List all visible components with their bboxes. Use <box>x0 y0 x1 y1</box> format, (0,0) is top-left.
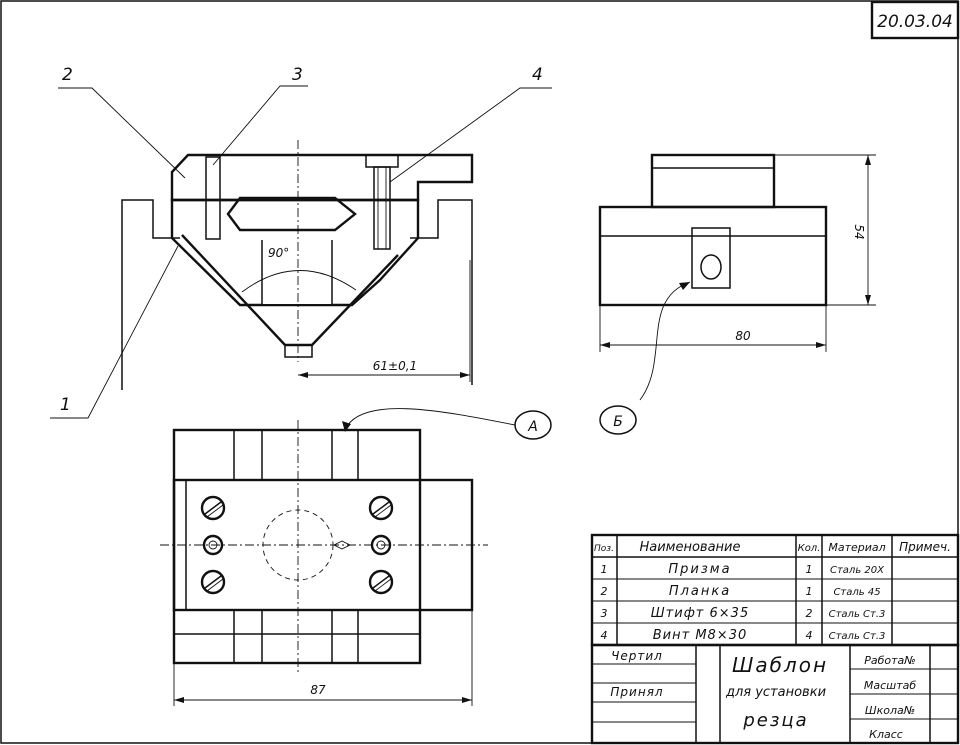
svg-text:2: 2 <box>62 65 73 85</box>
screw-4 <box>365 154 399 250</box>
table-row: 2 Планка 1 Сталь 45 <box>601 584 881 599</box>
clamp-plate <box>170 153 474 202</box>
drawing-title-line3: резца <box>742 710 808 731</box>
svg-text:4: 4 <box>601 629 608 642</box>
svg-text:A: A <box>527 419 538 435</box>
svg-text:1: 1 <box>601 563 608 576</box>
svg-text:Сталь 20Х: Сталь 20Х <box>830 565 885 576</box>
parts-table: Поз. Наименование Кол. Материал Примеч. … <box>590 533 960 647</box>
svg-text:1: 1 <box>806 563 813 576</box>
accepted-label: Принял <box>610 685 663 699</box>
scale-label: Масштаб <box>864 679 916 692</box>
view-label-a: A <box>514 410 552 440</box>
svg-text:Винт М8×30: Винт М8×30 <box>653 628 748 643</box>
dim-length-side: 80 <box>735 329 751 343</box>
drawing-title-line2: для установки <box>725 685 826 700</box>
table-row: 3 Штифт 6×35 2 Сталь Ст.3 <box>601 606 886 621</box>
svg-text:Сталь Ст.3: Сталь Ст.3 <box>829 631 886 642</box>
svg-text:4: 4 <box>532 65 543 85</box>
svg-text:Примеч.: Примеч. <box>899 540 951 554</box>
table-header: Поз. Наименование Кол. Материал Примеч. <box>594 540 951 555</box>
sheet-number-box: 20.03.04 <box>870 0 960 40</box>
top-pin <box>202 534 224 556</box>
top-screw <box>368 495 394 521</box>
front-section-view: 90° 61±0,1 <box>121 140 474 390</box>
work-no-label: Работа№ <box>864 654 915 667</box>
top-screw <box>200 495 226 521</box>
svg-text:4: 4 <box>806 629 813 642</box>
school-no-label: Школа№ <box>865 704 915 717</box>
sheet-number: 20.03.04 <box>877 12 953 32</box>
svg-text:Штифт 6×35: Штифт 6×35 <box>651 606 749 621</box>
top-screw <box>200 569 226 595</box>
view-label-b: Б <box>599 405 637 435</box>
dim-height: 54 <box>852 224 866 239</box>
side-view: 54 80 <box>598 153 876 401</box>
svg-text:Сталь Ст.3: Сталь Ст.3 <box>829 609 886 620</box>
svg-text:Наименование: Наименование <box>639 540 740 555</box>
svg-text:Б: Б <box>613 414 623 430</box>
top-screw <box>368 569 394 595</box>
svg-text:Материал: Материал <box>828 541 885 554</box>
svg-text:Кол.: Кол. <box>798 543 821 554</box>
angle-label: 90° <box>268 246 289 260</box>
top-view: 87 <box>160 408 516 706</box>
side-hole <box>700 254 722 280</box>
pin-3 <box>205 156 221 240</box>
svg-text:2: 2 <box>601 585 608 598</box>
callout-4: 4 <box>389 65 552 183</box>
table-row: 1 Призма 1 Сталь 20Х <box>601 562 886 577</box>
svg-text:Призма: Призма <box>668 562 731 577</box>
prism-groove <box>226 196 357 232</box>
top-pin <box>370 534 392 556</box>
drawing-title: Шаблон <box>732 653 828 677</box>
svg-text:Планка: Планка <box>669 584 731 599</box>
table-row: 4 Винт М8×30 4 Сталь Ст.3 <box>601 628 886 643</box>
svg-text:3: 3 <box>601 607 608 620</box>
svg-text:Поз.: Поз. <box>594 544 614 554</box>
callout-2: 2 <box>58 65 186 179</box>
title-block: Чертил Принял Шаблон для установки резца… <box>590 643 960 745</box>
prism-body <box>170 198 420 307</box>
dim-length-top: 87 <box>310 683 326 697</box>
callout-1: 1 <box>50 245 179 419</box>
callout-3: 3 <box>212 65 308 166</box>
prism-tip <box>284 344 313 358</box>
svg-text:1: 1 <box>806 585 813 598</box>
svg-text:1: 1 <box>60 395 71 415</box>
svg-text:Сталь 45: Сталь 45 <box>833 587 880 598</box>
svg-text:2: 2 <box>806 607 813 620</box>
class-label: Класс <box>869 728 903 741</box>
drew-label: Чертил <box>611 649 663 663</box>
dim-width: 61±0,1 <box>373 359 417 373</box>
svg-text:3: 3 <box>292 65 303 85</box>
side-clamp-block <box>691 227 731 289</box>
